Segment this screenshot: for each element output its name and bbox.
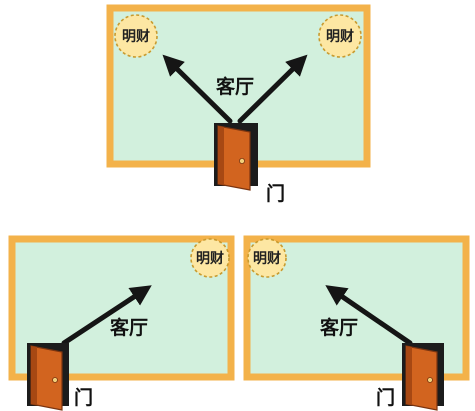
badge-label: 明财 bbox=[326, 28, 354, 45]
door-label: 门 bbox=[376, 386, 395, 409]
wealth-badge: 明财 bbox=[247, 238, 287, 278]
door-icon bbox=[27, 343, 69, 411]
door-label: 门 bbox=[266, 182, 285, 205]
badge-label: 明财 bbox=[196, 250, 224, 267]
living-room-label: 客厅 bbox=[110, 316, 148, 339]
wealth-badge: 明财 bbox=[190, 238, 230, 278]
arrow-icon bbox=[325, 285, 413, 346]
door-icon bbox=[214, 123, 258, 191]
badge-label: 明财 bbox=[122, 28, 150, 45]
diagram-center-door: 明财 明财 客厅 门 bbox=[106, 4, 371, 205]
diagram-left-door: 明财 客厅 门 bbox=[8, 235, 235, 411]
living-room-label: 客厅 bbox=[216, 75, 254, 98]
badge-label: 明财 bbox=[253, 250, 281, 267]
arrow-icon bbox=[237, 54, 308, 124]
door-label: 门 bbox=[74, 386, 93, 409]
wealth-badge-left: 明财 bbox=[114, 14, 158, 58]
arrow-icon bbox=[61, 285, 152, 346]
wealth-badge-right: 明财 bbox=[318, 14, 362, 58]
living-room-label: 客厅 bbox=[320, 316, 358, 339]
diagram-right-door: 明财 客厅 门 bbox=[243, 235, 470, 411]
arrow-icon bbox=[162, 54, 233, 124]
door-icon bbox=[402, 343, 444, 411]
